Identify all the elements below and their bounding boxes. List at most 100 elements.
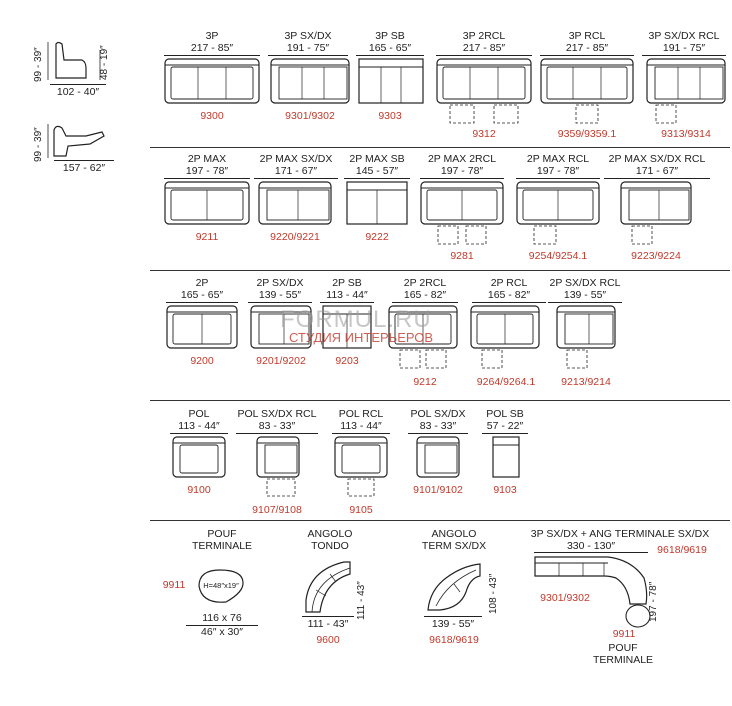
item-dim: 83 - 33″ [236, 420, 318, 434]
sofa-2p-sb-icon [322, 305, 372, 349]
pouf-inner: H=48″x19″ [203, 581, 239, 590]
legend-seat-label: 48 - 19″ [99, 45, 110, 80]
combo-code-top: 9618/9619 [657, 544, 707, 556]
item-name: 3P SX/DX RCL [648, 30, 720, 42]
combo-sofa-icon [534, 556, 651, 628]
combo-code-left: 9301/9302 [540, 592, 590, 604]
item-name: 2P RCL [490, 277, 528, 289]
item-code: 9359/9359.1 [557, 128, 617, 140]
angolo-tondo-name2: TONDO [311, 540, 349, 552]
item-name: 2P SB [332, 277, 362, 289]
item-name: 2P [195, 277, 209, 289]
item-code: 9223/9224 [631, 250, 681, 262]
sofa-3p-icon [164, 58, 260, 104]
angolo-term-code: 9618/9619 [429, 634, 479, 646]
recliner-side-icon [47, 124, 105, 158]
pouf-name2: TERMINALE [191, 540, 253, 552]
item-dim: 57 - 22″ [482, 420, 528, 434]
item-name: 3P RCL [568, 30, 606, 42]
sofa-2p-sxdx-rcl-icon [556, 305, 616, 369]
item-code: 9264/9264.1 [476, 376, 536, 388]
item-name: 2P MAX SB [349, 153, 405, 165]
row-divider [150, 520, 730, 521]
item-name: POL [188, 408, 210, 420]
armchair-pol-rcl-icon [334, 436, 388, 497]
item-dim: 165 - 82″ [472, 289, 546, 303]
sofa-2p-max-sxdx-rcl-icon [620, 181, 692, 245]
item-code: 9303 [378, 110, 402, 122]
item-name: 2P MAX 2RCL [427, 153, 497, 165]
item-dim: 197 - 78″ [420, 165, 504, 179]
item-name: 2P MAX [187, 153, 227, 165]
legend-reclined-height-label: 99 - 39″ [33, 127, 44, 162]
row-divider [150, 270, 730, 271]
item-code: 9212 [413, 376, 437, 388]
sofa-2p-max-sb-icon [346, 181, 408, 225]
legend-reclined-depth-label: 157 - 62″ [54, 160, 114, 174]
item-code: 9213/9214 [561, 376, 611, 388]
angolo-term-name1: ANGOLO [431, 528, 477, 540]
item-code: 9211 [195, 231, 219, 243]
legend-depth-label: 102 - 40″ [50, 84, 106, 98]
sofa-2p-2rcl-icon [388, 305, 458, 369]
item-dim: 165 - 82″ [392, 289, 458, 303]
item-dim: 139 - 55″ [248, 289, 312, 303]
angolo-tondo-dim-h: 111 - 43″ [356, 581, 367, 620]
item-dim: 217 - 85″ [436, 42, 532, 56]
sofa-2p-max-icon [164, 181, 250, 225]
item-code: 9203 [335, 355, 359, 367]
item-code: 9200 [190, 355, 214, 367]
sofa-2p-max-rcl-icon [516, 181, 600, 245]
item-dim: 217 - 85″ [164, 42, 260, 56]
item-code: 9222 [365, 231, 389, 243]
angolo-tondo-name1: ANGOLO [307, 528, 353, 540]
item-dim: 113 - 44″ [320, 289, 374, 303]
pouf-dim1: 116 x 76 [186, 612, 258, 626]
item-dim: 191 - 75″ [642, 42, 726, 56]
item-dim: 171 - 67″ [254, 165, 338, 179]
item-name: 2P MAX RCL [526, 153, 590, 165]
row-divider [150, 400, 730, 401]
armchair-pol-icon [172, 436, 226, 478]
item-code: 9105 [349, 504, 373, 516]
item-code: 9101/9102 [413, 484, 463, 496]
item-dim: 113 - 44″ [170, 420, 228, 434]
armchair-pol-sxdx-rcl-icon [256, 436, 300, 497]
item-code: 9301/9302 [285, 110, 335, 122]
sofa-2p-rcl-icon [470, 305, 540, 369]
item-dim: 145 - 57″ [344, 165, 410, 179]
angolo-term-dim-h: 108 - 43″ [488, 573, 499, 614]
item-name: 3P [205, 30, 219, 42]
item-dim: 139 - 55″ [548, 289, 622, 303]
item-code: 9254/9254.1 [528, 250, 588, 262]
item-code: 9100 [187, 484, 211, 496]
item-name: 2P SX/DX RCL [549, 277, 621, 289]
sofa-3p-rcl-icon [540, 58, 634, 124]
item-code: 9201/9202 [256, 355, 306, 367]
combo-pouf2: TERMINALE [592, 654, 654, 666]
combo-pouf1: POUF [608, 642, 638, 654]
angolo-term-icon [427, 563, 481, 611]
item-code: 9312 [472, 128, 496, 140]
item-dim: 113 - 44″ [332, 420, 390, 434]
sofa-2p-sxdx-icon [250, 305, 312, 349]
item-name: 3P SX/DX [284, 30, 332, 42]
item-code: 9313/9314 [661, 128, 711, 140]
